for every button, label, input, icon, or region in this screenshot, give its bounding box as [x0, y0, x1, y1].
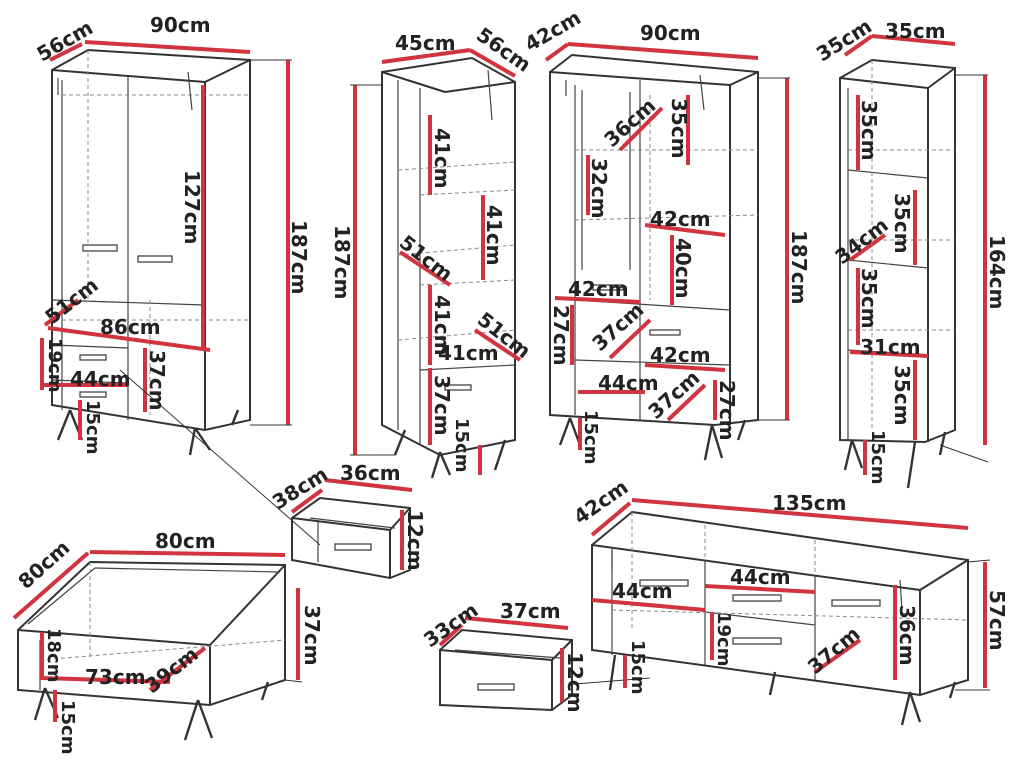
tv-stand-drawer-handle-icon	[732, 594, 782, 602]
narrow-shelf-shelf3-label: 35cm	[857, 268, 881, 329]
vitrine-leg-height-label: 15cm	[580, 410, 601, 464]
drawer-b-outline	[439, 628, 573, 712]
vitrine-shelf-width-label: 42cm	[650, 207, 711, 231]
drawer-a-height-label: 12cm	[403, 510, 427, 571]
coffee-table-inner-depth-label: 39cm	[140, 642, 202, 698]
drawer-b-depth-label: 33cm	[419, 598, 482, 652]
drawer-b-height-label: 12cm	[563, 652, 587, 713]
drawer-a-handle-icon	[334, 543, 372, 551]
vitrine-drawer-handle-icon	[592, 284, 624, 291]
bookcase-width-label: 45cm	[395, 31, 456, 55]
bookcase-outline	[381, 56, 516, 457]
tv-stand-shelf-width-label: 44cm	[730, 565, 791, 589]
drawer-b-width-label: 37cm	[500, 599, 561, 623]
bookcase-bottom-label: 37cm	[430, 375, 454, 436]
wardrobe-leg-height-label: 15cm	[82, 400, 103, 454]
bookcase-shelf3-label: 41cm	[430, 295, 454, 356]
vitrine-top-shelf-label: 35cm	[667, 98, 691, 159]
tv-stand-width-label: 135cm	[772, 491, 846, 515]
wardrobe-left-handle-icon	[82, 244, 118, 252]
vitrine-right-shelf-label: 42cm	[650, 343, 711, 367]
bookcase-leg-height-label: 15cm	[451, 418, 472, 472]
coffee-table-inner-width-label: 73cm	[85, 665, 146, 689]
vitrine-drawer2-handle-icon	[649, 329, 681, 336]
drawer-a-width-label: 36cm	[340, 461, 401, 485]
tv-stand-drawer2-handle-icon	[732, 637, 782, 645]
narrow-shelf-shelf1-label: 35cm	[857, 100, 881, 161]
tv-stand	[590, 498, 991, 726]
tv-stand-inner-height-label: 36cm	[895, 605, 919, 666]
drawer-b-handle-icon	[477, 683, 515, 691]
drawer-a-outline	[291, 496, 411, 580]
tv-stand-drawer-height-label: 19cm	[713, 612, 734, 666]
wardrobe-shelf-width-label: 86cm	[100, 315, 161, 339]
drawer-a	[290, 478, 413, 580]
wardrobe-depth-label: 56cm	[33, 15, 97, 66]
bookcase-drawer-handle-icon	[444, 384, 472, 391]
drawer-b	[438, 616, 651, 712]
narrow-shelf-shelf-width-label: 31cm	[860, 335, 921, 359]
coffee-table-height-label: 37cm	[300, 605, 324, 666]
wardrobe-lower-height-label: 37cm	[145, 350, 169, 411]
vitrine-glass-height-label: 32cm	[587, 158, 611, 219]
tv-stand-left-handle-icon	[639, 579, 689, 587]
narrow-shelf-leg-height-label: 15cm	[867, 430, 888, 484]
bookcase-shelf4-label: 41cm	[438, 341, 499, 365]
tv-stand-inner-depth-label: 37cm	[803, 622, 865, 679]
vitrine-depth-label: 42cm	[521, 5, 585, 56]
tv-stand-leg-height-label: 15cm	[627, 640, 648, 694]
wardrobe	[40, 40, 321, 546]
vitrine-height-label: 187cm	[787, 230, 811, 304]
narrow-shelf	[839, 34, 989, 489]
vitrine-width-label: 90cm	[640, 21, 701, 45]
tv-stand-depth-label: 42cm	[569, 475, 632, 529]
wardrobe-drawer2-handle-icon	[79, 391, 107, 398]
wardrobe-height-label: 187cm	[287, 220, 311, 294]
wardrobe-inner-height-label: 127cm	[180, 170, 204, 244]
tv-stand-height-label: 57cm	[985, 590, 1009, 651]
bookcase-shelf-depth-a-label: 51cm	[395, 230, 457, 286]
bookcase-shelf1-label: 41cm	[430, 128, 454, 189]
narrow-shelf-height-label: 164cm	[985, 235, 1009, 309]
coffee-table	[12, 550, 303, 741]
bookcase-height-label: 187cm	[330, 225, 354, 299]
vitrine-mid-height-label: 40cm	[671, 238, 695, 299]
vitrine-inner-depth-label: 37cm	[587, 297, 648, 355]
narrow-shelf-width-label: 35cm	[885, 19, 946, 43]
bookcase	[350, 48, 522, 479]
vitrine-right-height-label: 27cm	[715, 380, 739, 441]
narrow-shelf-depth-label: 35cm	[812, 14, 876, 66]
narrow-shelf-shelf2-label: 35cm	[890, 193, 914, 254]
wardrobe-drawer-width-label: 44cm	[70, 367, 131, 391]
narrow-shelf-shelf4-label: 35cm	[890, 365, 914, 426]
coffee-table-width-label: 80cm	[155, 529, 216, 553]
vitrine-bottom-width-label: 44cm	[598, 371, 659, 395]
vitrine	[544, 42, 790, 461]
coffee-table-leg-height-label: 15cm	[57, 700, 78, 754]
wardrobe-drawer-height-label: 19cm	[44, 338, 65, 392]
tv-stand-right-handle-icon	[831, 599, 881, 607]
wardrobe-right-handle-icon	[137, 255, 173, 263]
vitrine-left-height-label: 27cm	[549, 305, 573, 366]
wardrobe-drawer-handle-icon	[79, 354, 107, 361]
bookcase-shelf2-label: 41cm	[482, 205, 506, 266]
wardrobe-width-label: 90cm	[150, 13, 211, 37]
coffee-table-inner-height-label: 18cm	[43, 628, 64, 682]
vitrine-left-shelf-label: 42cm	[568, 277, 629, 301]
tv-stand-left-width-label: 44cm	[612, 579, 673, 603]
